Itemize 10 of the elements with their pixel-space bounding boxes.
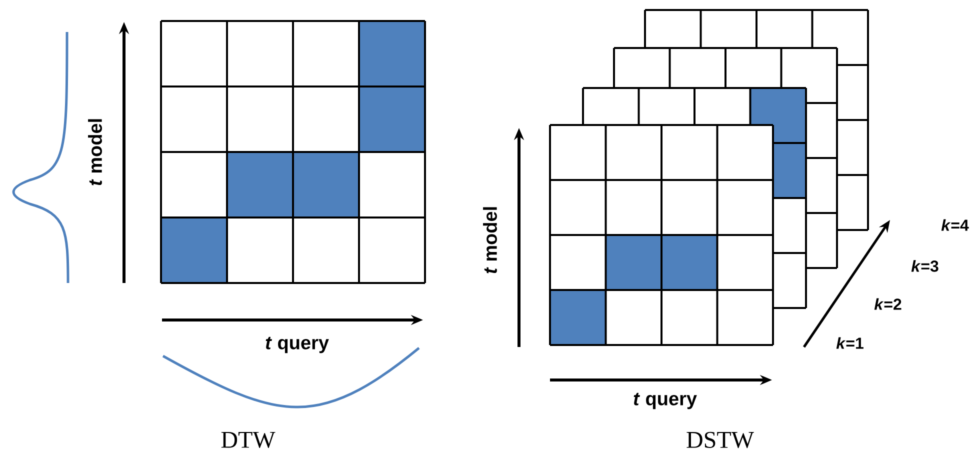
caption: DTW: [221, 432, 276, 448]
layer-label: k=1: [836, 337, 864, 349]
layer-label: k=3: [911, 260, 938, 272]
caption: DSTW: [686, 432, 754, 448]
axis-label: t model: [483, 207, 497, 274]
axis-label: t model: [88, 119, 102, 186]
layer-label: k=2: [874, 298, 902, 310]
axis-label: t query: [634, 392, 697, 410]
axis-label: t query: [266, 336, 329, 354]
layer-label: k=4: [941, 219, 969, 231]
